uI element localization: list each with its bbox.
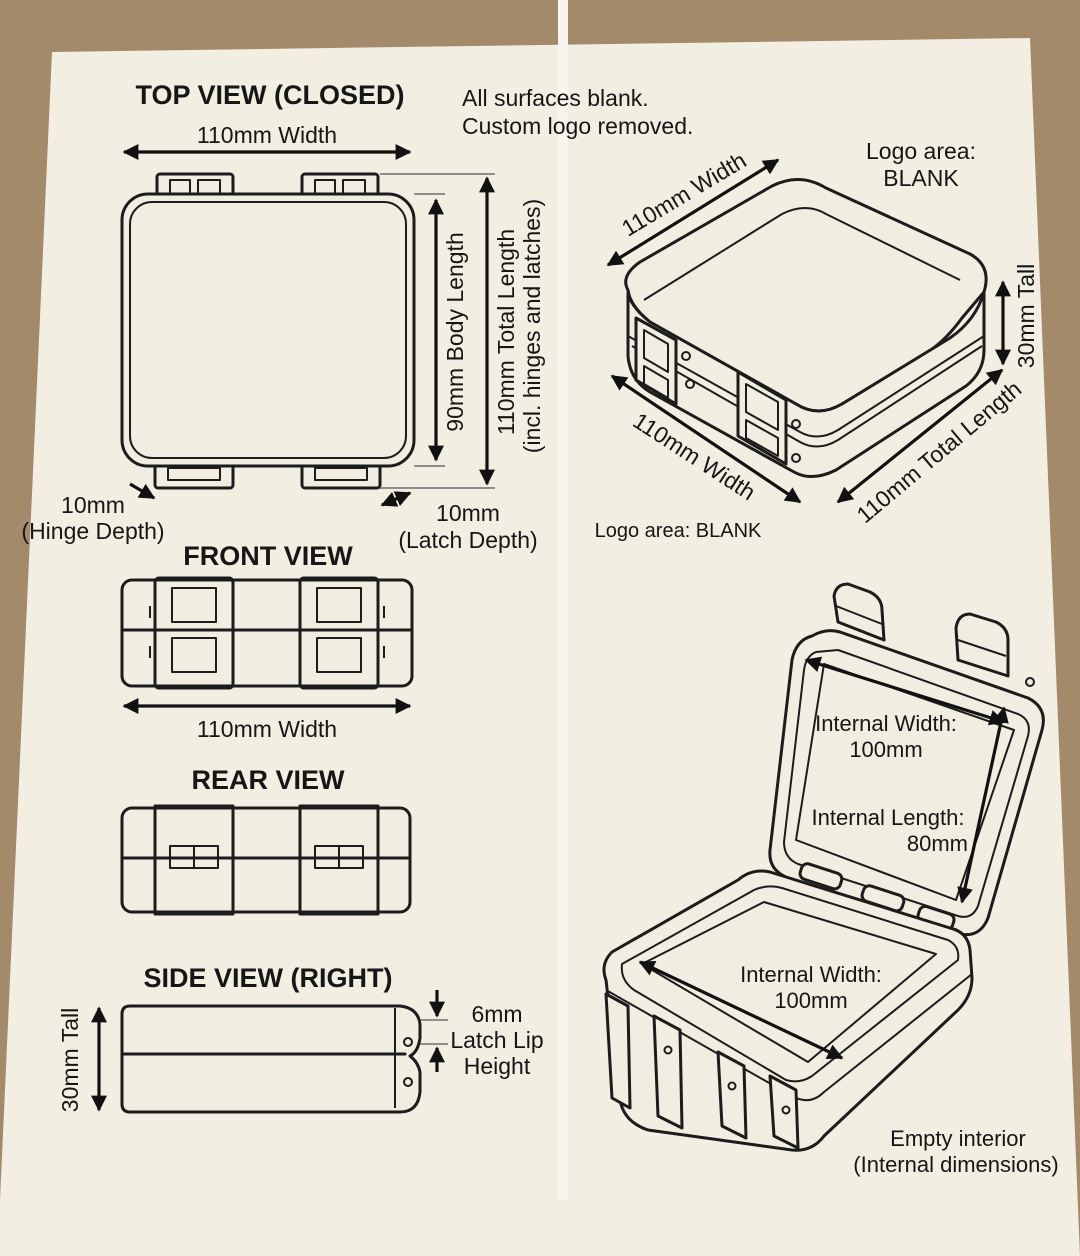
lid-internal-width-line-2: 100mm — [849, 737, 922, 762]
base-latch-mid — [716, 1050, 748, 1140]
side-view — [91, 990, 448, 1114]
empty-interior-line-1: Empty interior — [890, 1126, 1026, 1151]
front-body — [120, 578, 414, 688]
latch-depth-arrow — [380, 491, 412, 507]
base-internal-width-arrow — [638, 960, 844, 1060]
side-view-title: SIDE VIEW (RIGHT) — [144, 963, 393, 993]
internal-length-line-1: Internal Length: — [812, 805, 965, 830]
top-view — [120, 144, 495, 507]
total-length-label: 110mm Total Length — [493, 229, 519, 435]
base-internal-width-line-2: 100mm — [774, 988, 847, 1013]
base-latch-edge — [604, 992, 632, 1110]
base-latch-left — [652, 1014, 684, 1130]
iso-tall-label: 30mm Tall — [1013, 264, 1039, 368]
lid-internal-width-line-1: Internal Width: — [815, 711, 957, 736]
body-length-label: 90mm Body Length — [442, 232, 468, 431]
side-tall-label: 30mm Tall — [57, 1008, 83, 1112]
front-view — [120, 576, 414, 714]
iso-closed-case — [606, 158, 1011, 504]
top-view-title: TOP VIEW (CLOSED) — [135, 80, 404, 110]
lid-latch-left — [832, 582, 886, 642]
internal-length-arrow — [957, 706, 1009, 904]
rear-view-title: REAR VIEW — [191, 765, 345, 795]
hinge-depth-arrow — [129, 482, 156, 500]
logo-area-top-line-2: BLANK — [883, 165, 959, 191]
base-internal-width-line-1: Internal Width: — [740, 962, 882, 987]
front-view-title: FRONT VIEW — [183, 541, 353, 571]
hinge-depth-label: (Hinge Depth) — [21, 518, 164, 544]
note-line-2: Custom logo removed. — [462, 113, 693, 139]
iso-open-case — [602, 582, 1045, 1152]
empty-interior-line-2: (Internal dimensions) — [853, 1152, 1058, 1177]
internal-length-line-2: 80mm — [907, 831, 968, 856]
iso-width-top-arrow — [606, 158, 780, 267]
iso-width-front-arrow — [610, 374, 802, 504]
top-body-outline — [120, 192, 416, 468]
rear-body — [120, 806, 412, 914]
latch-lip-line-1: 6mm — [471, 1001, 522, 1027]
paper-fold — [558, 0, 568, 1200]
logo-area-bottom-label: Logo area: BLANK — [595, 520, 762, 542]
hinge-depth-value: 10mm — [61, 492, 125, 518]
top-width-label: 110mm Width — [197, 122, 337, 148]
hinge-barrel-left — [798, 862, 844, 891]
front-width-label: 110mm Width — [197, 716, 337, 742]
latch-lip-line-3: Height — [464, 1053, 531, 1079]
latch-lip-line-2: Latch Lip — [450, 1027, 543, 1053]
note-line-1: All surfaces blank. — [462, 85, 649, 111]
latch-depth-value: 10mm — [436, 500, 500, 526]
rear-view — [120, 804, 412, 916]
total-length-sublabel: (incl. hinges and latches) — [519, 199, 545, 453]
iso-total-length-arrow — [836, 368, 1004, 504]
latch-depth-label: (Latch Depth) — [398, 527, 537, 553]
logo-area-top-line-1: Logo area: — [866, 138, 976, 164]
side-body — [120, 1004, 422, 1114]
